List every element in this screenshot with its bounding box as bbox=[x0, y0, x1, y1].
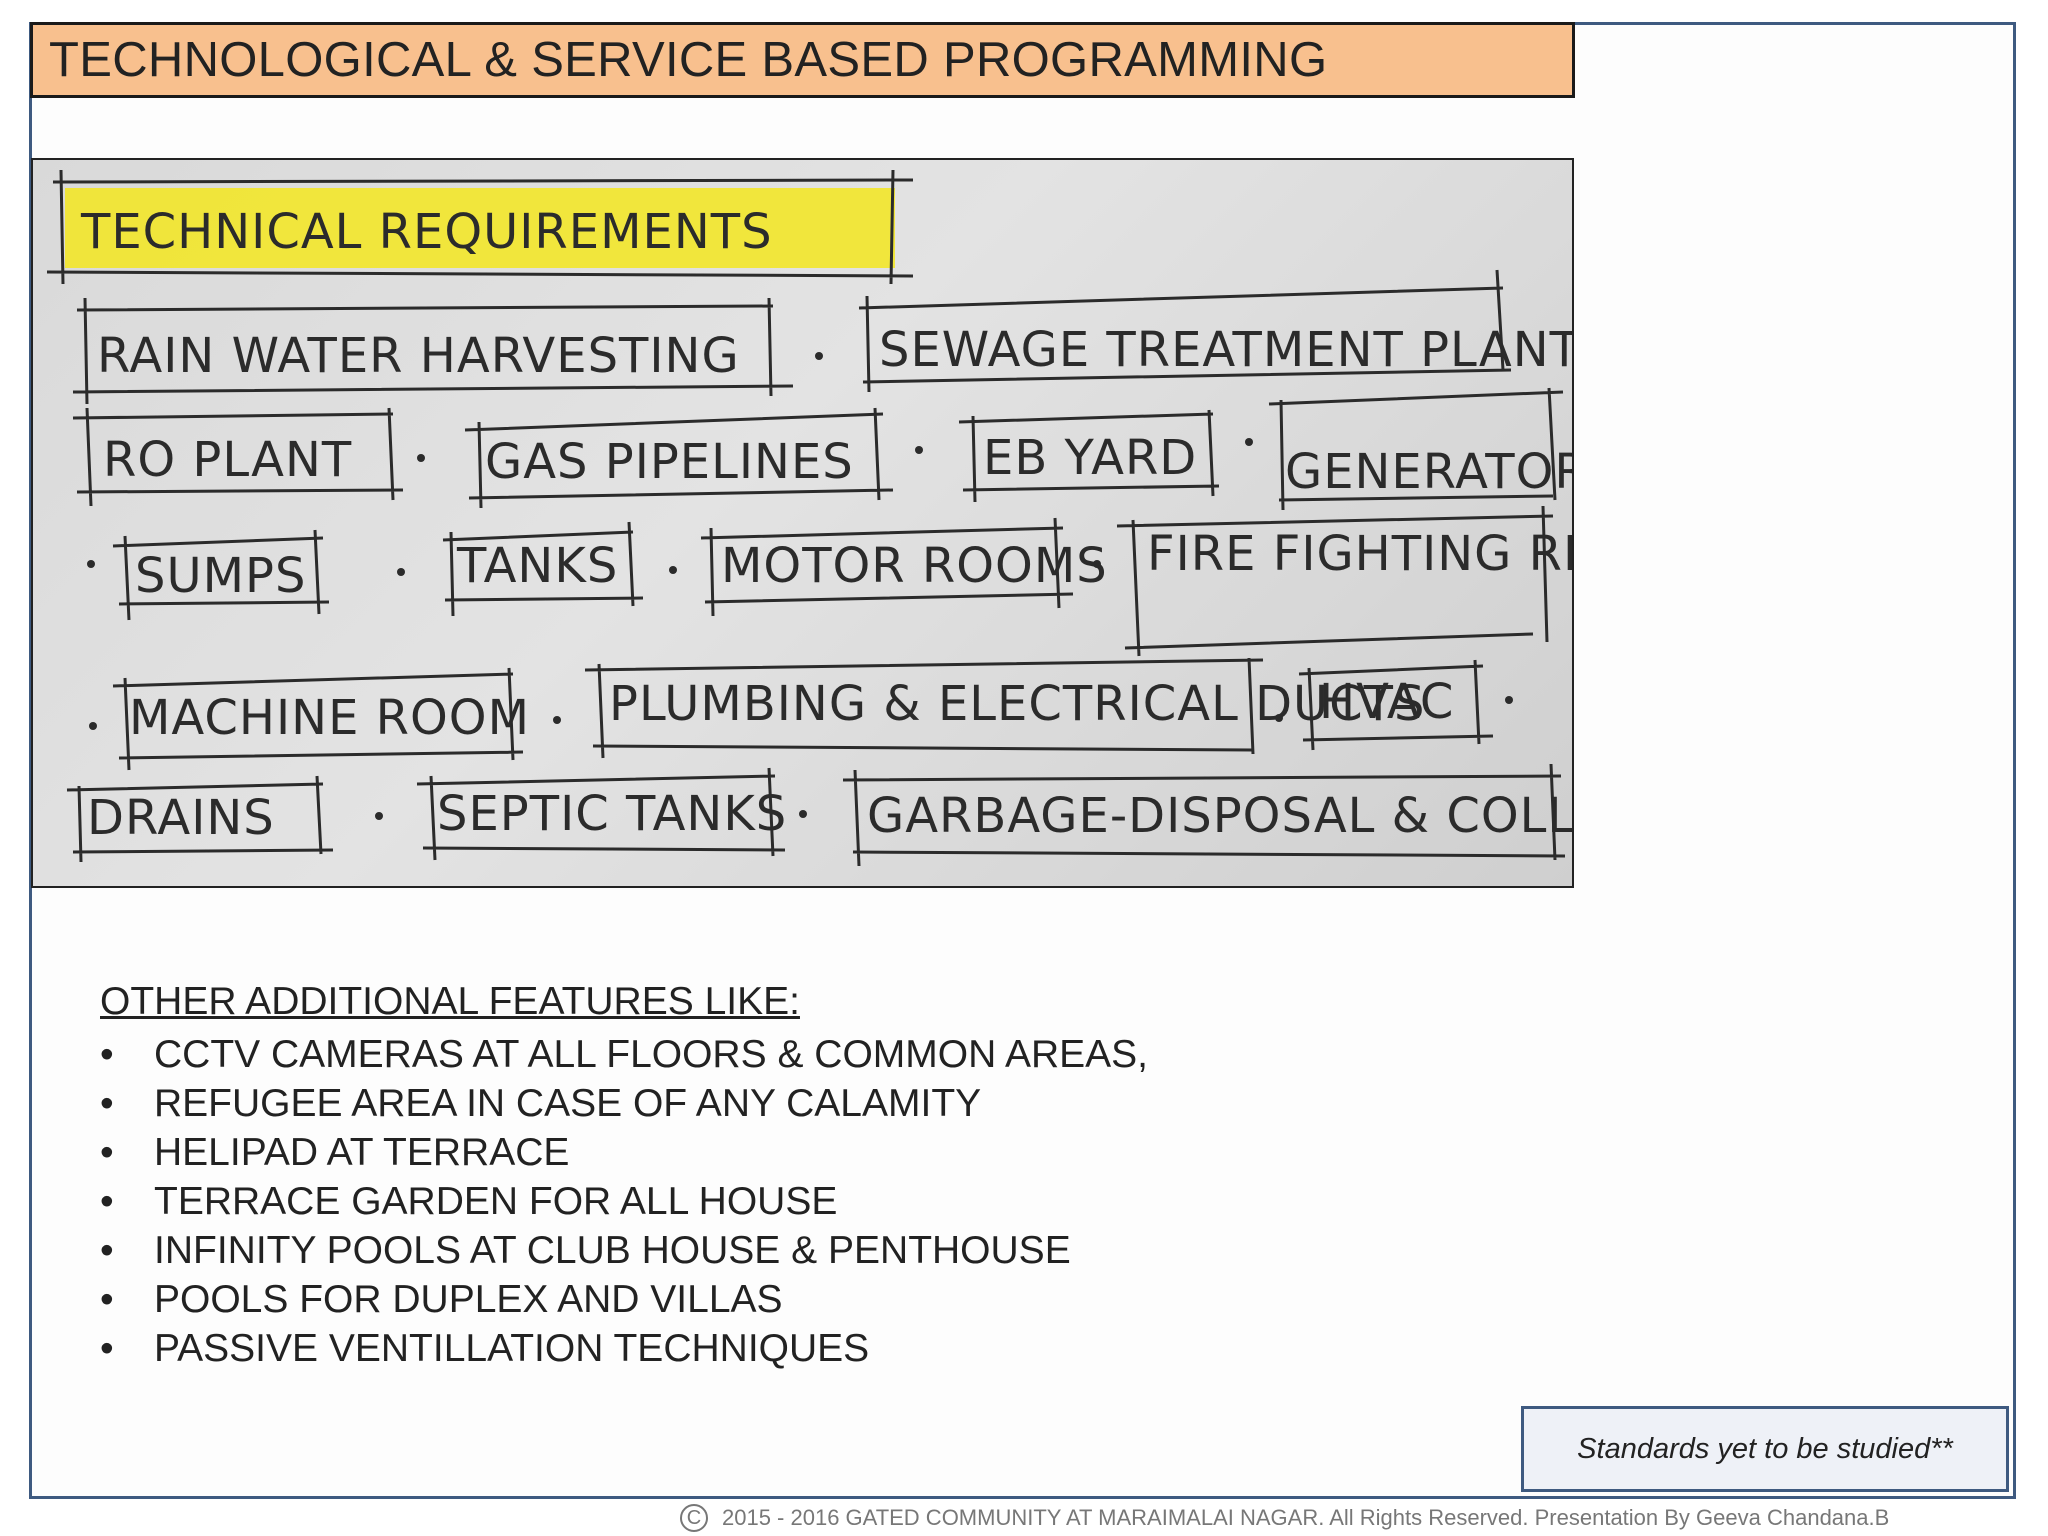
sketch-item: PLUMBING & ELECTRICAL DUCTS bbox=[609, 676, 1425, 732]
sketch-item: MACHINE ROOM bbox=[129, 690, 530, 746]
bullet-icon: • bbox=[100, 1082, 114, 1125]
bullet-icon: • bbox=[100, 1278, 114, 1321]
footer-text: 2015 - 2016 GATED COMMUNITY AT MARAIMALA… bbox=[722, 1505, 1890, 1530]
list-item: • POOLS FOR DUPLEX AND VILLAS bbox=[100, 1275, 1500, 1324]
list-item: • CCTV CAMERAS AT ALL FLOORS & COMMON ARE… bbox=[100, 1030, 1500, 1079]
sketch-item: TANKS bbox=[456, 538, 618, 594]
sketch-drawing: TECHNICAL REQUIREMENTS RAIN WATER HARVES… bbox=[46, 169, 1574, 867]
bullet-icon: • bbox=[100, 1229, 114, 1272]
sketch-heading: TECHNICAL REQUIREMENTS bbox=[80, 204, 773, 260]
footer: C 2015 - 2016 GATED COMMUNITY AT MARAIMA… bbox=[680, 1504, 2040, 1532]
sketch-item: GAS PIPELINES bbox=[485, 434, 854, 490]
feature-text: REFUGEE AREA IN CASE OF ANY CALAMITY bbox=[154, 1082, 982, 1125]
sketch-item: HVAC bbox=[1319, 674, 1454, 730]
note-box: Standards yet to be studied** bbox=[1521, 1406, 2009, 1492]
feature-text: TERRACE GARDEN FOR ALL HOUSE bbox=[154, 1180, 838, 1223]
list-item: • INFINITY POOLS AT CLUB HOUSE & PENTHOUS… bbox=[100, 1226, 1500, 1275]
features-heading: OTHER ADDITIONAL FEATURES LIKE: bbox=[100, 980, 800, 1023]
hand-sketch-image: TECHNICAL REQUIREMENTS RAIN WATER HARVES… bbox=[31, 158, 1574, 888]
sketch-item: RAIN WATER HARVESTING bbox=[97, 328, 740, 384]
bullet-icon: • bbox=[100, 1033, 114, 1076]
sketch-item: SEPTIC TANKS bbox=[437, 786, 787, 842]
list-item: • PASSIVE VENTILLATION TECHNIQUES bbox=[100, 1324, 1500, 1373]
sketch-item: MOTOR ROOMS bbox=[721, 538, 1108, 594]
sketch-item: GARBAGE-DISPOSAL & COLLECTION bbox=[867, 788, 1574, 844]
list-item: • HELIPAD AT TERRACE bbox=[100, 1128, 1500, 1177]
sketch-item: GENERATOR ROOMS bbox=[1285, 444, 1574, 500]
feature-text: HELIPAD AT TERRACE bbox=[154, 1131, 570, 1174]
feature-text: PASSIVE VENTILLATION TECHNIQUES bbox=[154, 1327, 870, 1370]
feature-text: CCTV CAMERAS AT ALL FLOORS & COMMON AREA… bbox=[154, 1033, 1149, 1076]
sketch-item: RO PLANT bbox=[103, 432, 352, 488]
sketch-item: SUMPS bbox=[135, 548, 306, 604]
note-text: Standards yet to be studied** bbox=[1577, 1432, 1953, 1465]
feature-text: INFINITY POOLS AT CLUB HOUSE & PENTHOUSE bbox=[154, 1229, 1071, 1272]
sketch-item: DRAINS bbox=[87, 790, 275, 846]
sketch-item: EB YARD bbox=[983, 430, 1197, 486]
bullet-icon: • bbox=[100, 1327, 114, 1370]
heading-highlight bbox=[65, 188, 895, 268]
page-title: TECHNOLOGICAL & SERVICE BASED PROGRAMMIN… bbox=[49, 33, 1328, 87]
feature-text: POOLS FOR DUPLEX AND VILLAS bbox=[154, 1278, 783, 1321]
bullet-icon: • bbox=[100, 1131, 114, 1174]
list-item: • REFUGEE AREA IN CASE OF ANY CALAMITY bbox=[100, 1079, 1500, 1128]
sketch-item: SEWAGE TREATMENT PLANT bbox=[879, 322, 1574, 378]
bullet-icon: • bbox=[100, 1180, 114, 1223]
sketch-item: FIRE FIGHTING REQUIREMENTS bbox=[1147, 526, 1574, 582]
copyright-icon: C bbox=[680, 1504, 708, 1532]
features-section: OTHER ADDITIONAL FEATURES LIKE: • CCTV CA… bbox=[100, 978, 1500, 1373]
list-item: • TERRACE GARDEN FOR ALL HOUSE bbox=[100, 1177, 1500, 1226]
title-banner: TECHNOLOGICAL & SERVICE BASED PROGRAMMIN… bbox=[30, 22, 1575, 98]
features-list: • CCTV CAMERAS AT ALL FLOORS & COMMON ARE… bbox=[100, 1030, 1500, 1373]
